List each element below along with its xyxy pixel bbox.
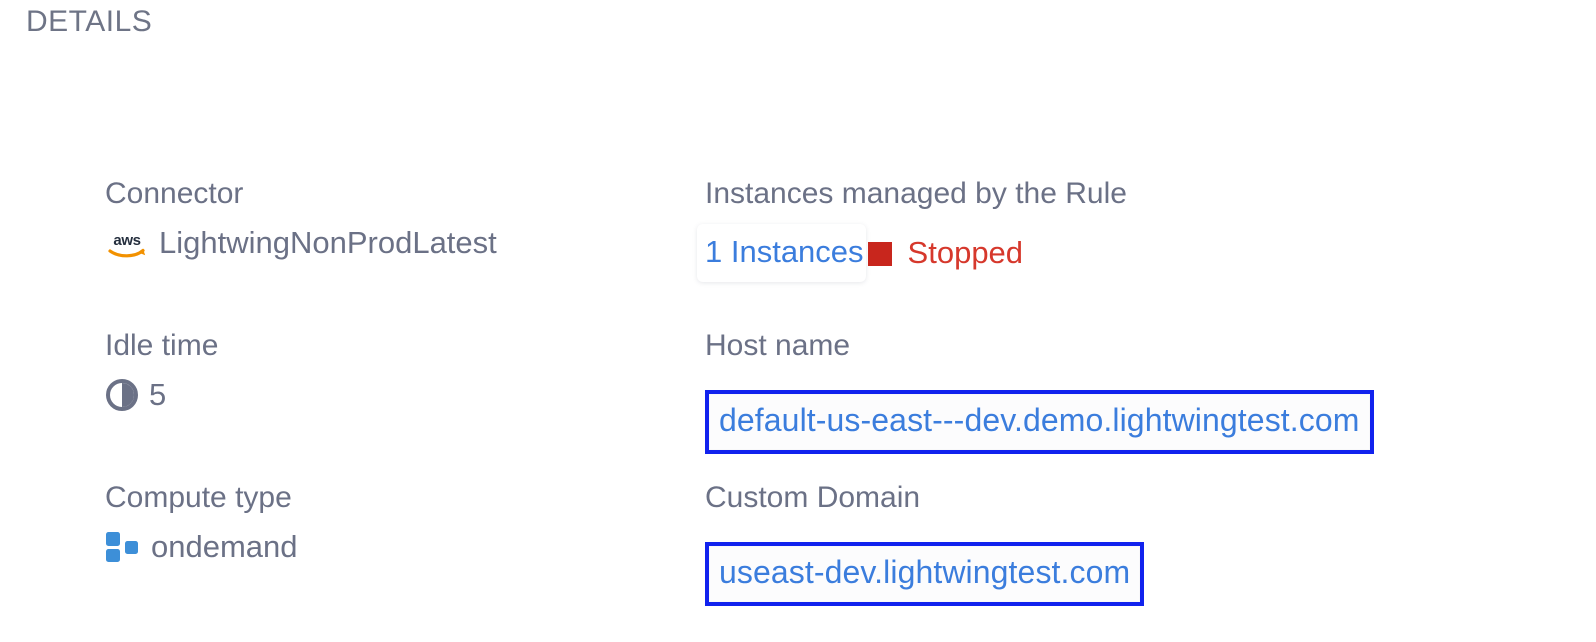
idle-time-value: 5 <box>149 377 167 412</box>
status-badge: Stopped <box>907 235 1024 270</box>
stopped-square-icon <box>867 242 892 266</box>
compute-squares-icon <box>105 531 141 563</box>
field-custom-domain: Custom Domain useast-dev.lightwingtest.c… <box>705 480 1565 606</box>
instances-status-group: 1 Instances Stopped <box>697 224 1024 282</box>
aws-logo-icon: aws <box>105 230 149 260</box>
pie-clock-icon <box>105 378 139 412</box>
field-label-custom-domain: Custom Domain <box>705 481 921 514</box>
field-idle-time: Idle time 5 <box>105 328 685 414</box>
svg-text:aws: aws <box>113 232 140 249</box>
host-name-link[interactable]: default-us-east---dev.demo.lightwingtest… <box>719 402 1360 438</box>
custom-domain-value-wrap: useast-dev.lightwingtest.com <box>709 546 1141 602</box>
field-host-name: Host name default-us-east---dev.demo.lig… <box>705 328 1565 454</box>
instances-count-link[interactable]: 1 Instances <box>697 224 866 282</box>
field-label-idle-time: Idle time <box>105 329 219 362</box>
field-connector: Connector aws LightwingNonProdLatest <box>105 176 685 262</box>
field-label-host-name: Host name <box>705 329 851 362</box>
page-title: DETAILS <box>26 5 153 38</box>
field-value-instances-managed: 1 Instances Stopped <box>697 224 1565 282</box>
field-value-idle-time: 5 <box>105 376 685 414</box>
custom-domain-annotation-box: useast-dev.lightwingtest.com <box>705 542 1145 606</box>
field-value-compute-type: ondemand <box>105 528 685 566</box>
host-name-annotation-box: default-us-east---dev.demo.lightwingtest… <box>705 390 1374 454</box>
compute-type-value: ondemand <box>151 529 298 564</box>
connector-name: LightwingNonProdLatest <box>159 225 497 260</box>
field-label-connector: Connector <box>105 177 244 210</box>
host-name-value-wrap: default-us-east---dev.demo.lightwingtest… <box>709 394 1370 450</box>
field-label-compute-type: Compute type <box>105 481 292 514</box>
field-instances-managed: Instances managed by the Rule 1 Instance… <box>697 176 1565 282</box>
field-compute-type: Compute type ondemand <box>105 480 685 566</box>
field-label-instances-managed: Instances managed by the Rule <box>705 177 1127 210</box>
custom-domain-link[interactable]: useast-dev.lightwingtest.com <box>719 554 1131 590</box>
field-value-connector: aws LightwingNonProdLatest <box>105 224 685 262</box>
